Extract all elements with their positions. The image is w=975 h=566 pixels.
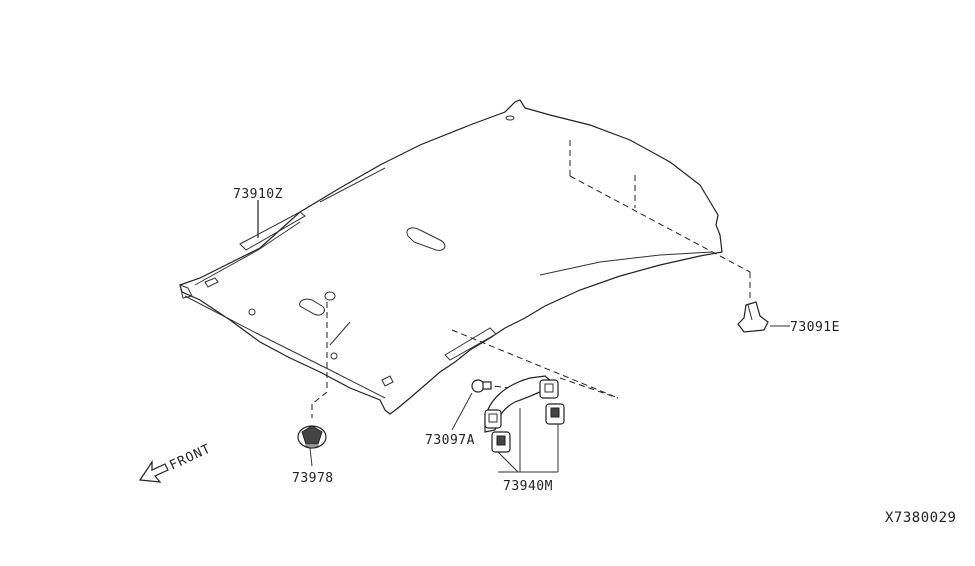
clip-73978 <box>297 425 327 449</box>
label-73910z: 73910Z <box>233 187 283 202</box>
assist-grip-73940m <box>484 375 565 453</box>
headlining-panel <box>179 99 723 415</box>
screw-73097a <box>471 379 492 393</box>
label-73940m: 73940M <box>503 479 553 494</box>
label-73978: 73978 <box>292 471 334 486</box>
label-73091e: 73091E <box>790 320 840 335</box>
leader-lines <box>257 140 790 473</box>
clip-73091e <box>737 301 769 333</box>
front-label: FRONT <box>167 441 213 473</box>
front-arrow-icon <box>138 460 169 483</box>
drawing-code: X7380029 <box>885 510 956 526</box>
label-73097a: 73097A <box>425 433 475 448</box>
